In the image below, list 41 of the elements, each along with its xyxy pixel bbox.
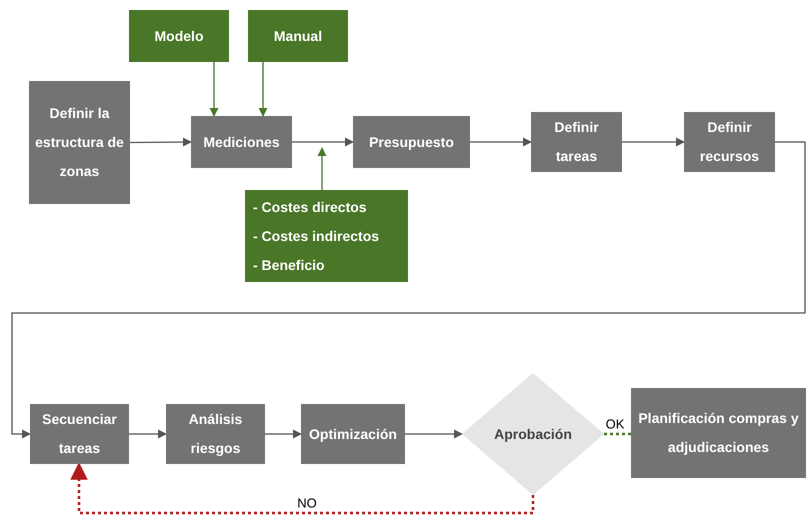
arrow	[317, 147, 327, 190]
box-label: Aprobación	[493, 424, 573, 444]
process-box	[30, 404, 129, 464]
process-box	[301, 404, 405, 464]
process-box	[129, 10, 229, 62]
box-label: Mediciones	[202, 132, 281, 152]
process-box	[531, 112, 622, 172]
arrow	[622, 137, 685, 147]
edge-label: NO	[295, 496, 319, 510]
process-box	[248, 10, 348, 62]
box-label: Definir tareas	[553, 118, 600, 166]
box-label: Definir la estructura de zonas	[34, 104, 125, 181]
box-label: Manual	[272, 26, 324, 46]
box-label: Análisis riesgos	[188, 410, 244, 458]
list-item: - Costes indirectos	[253, 226, 380, 246]
arrow	[265, 429, 302, 439]
arrow	[470, 137, 532, 147]
box-label: Secuenciar tareas	[41, 410, 118, 458]
arrow	[130, 138, 192, 147]
edge-label: OK	[604, 418, 626, 430]
process-box	[166, 404, 265, 464]
process-box	[631, 388, 806, 478]
process-box	[191, 116, 292, 168]
arrow	[129, 429, 167, 439]
process-box	[684, 112, 775, 172]
process-box	[29, 81, 130, 204]
arrow	[70, 462, 534, 514]
arrow	[11, 141, 806, 439]
process-box	[245, 190, 408, 282]
process-box	[353, 116, 470, 168]
list-item: - Beneficio	[253, 256, 325, 274]
box-label: Modelo	[154, 26, 204, 46]
box-label: Definir recursos	[698, 118, 760, 166]
box-label: Presupuesto	[368, 132, 455, 152]
list-item: - Costes directos	[253, 198, 367, 216]
arrow	[209, 62, 219, 117]
arrow	[292, 137, 354, 147]
box-label: Optimización	[308, 424, 398, 444]
arrow	[258, 62, 268, 117]
box-label: Planificación compras y adjudicaciones	[637, 409, 800, 457]
arrow	[405, 429, 463, 439]
